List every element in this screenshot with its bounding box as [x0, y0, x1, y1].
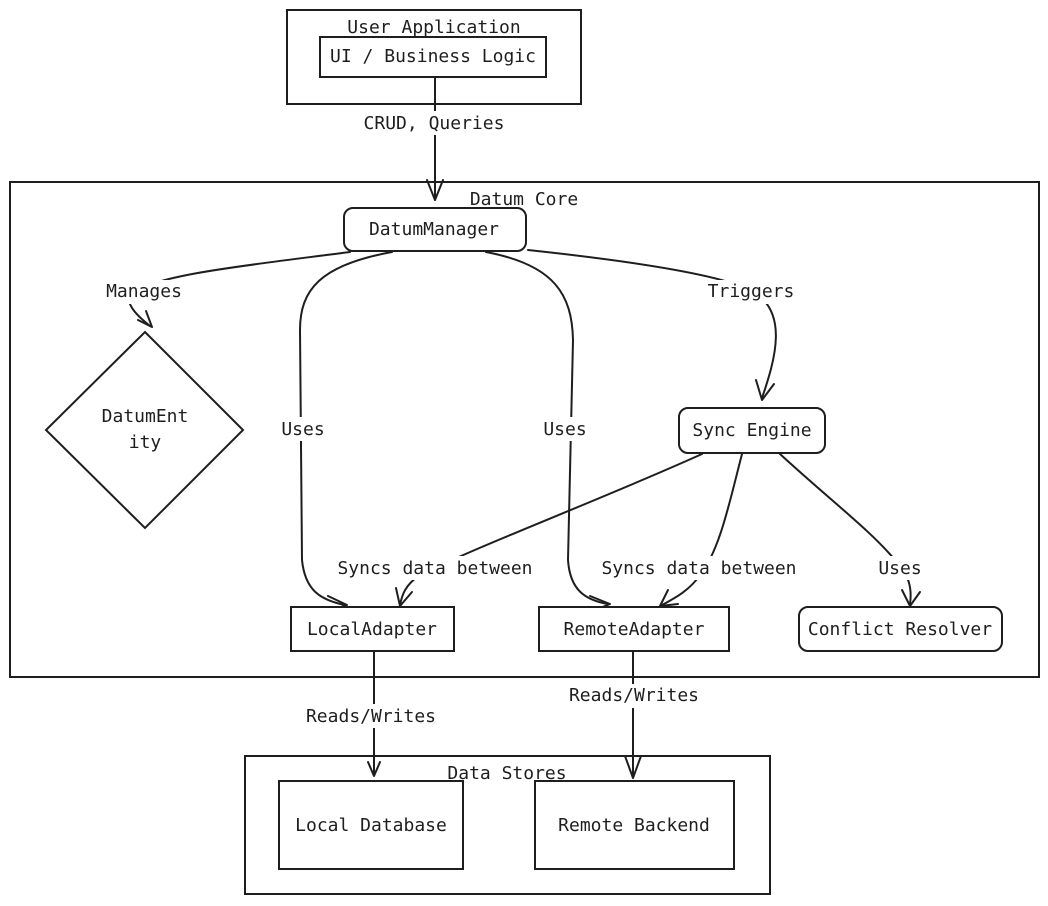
label-uses-local: Uses	[281, 419, 324, 440]
remote-adapter-node	[538, 606, 730, 652]
arrowhead-triggers	[755, 379, 775, 401]
conflict-resolver-node	[798, 606, 1003, 652]
label-uses-resolver: Uses	[878, 558, 921, 579]
label-syncs-local: Syncs data between	[337, 558, 532, 579]
sync-engine-node	[678, 407, 826, 454]
remote-adapter-label: RemoteAdapter	[564, 619, 705, 640]
label-crud-queries: CRUD, Queries	[364, 113, 505, 134]
datum-entity-node	[44, 330, 245, 530]
label-syncs-remote: Syncs data between	[601, 558, 796, 579]
conflict-resolver-label: Conflict Resolver	[808, 619, 992, 640]
edge-triggers	[527, 249, 777, 399]
arrowhead-manages	[137, 310, 153, 328]
arrowhead-reads-writes-local	[367, 761, 381, 777]
edge-syncs-local	[399, 453, 703, 606]
user-application-title: User Application	[347, 17, 520, 38]
remote-backend-node	[534, 780, 735, 870]
datum-core-group	[9, 181, 1040, 678]
label-uses-remote: Uses	[543, 419, 586, 440]
label-manages: Manages	[106, 281, 182, 302]
remote-backend-label: Remote Backend	[558, 815, 710, 836]
label-reads-writes-local: Reads/Writes	[306, 706, 436, 727]
arrowhead-reads-writes-remote	[624, 755, 642, 779]
local-adapter-node	[290, 606, 455, 652]
edge-uses-local	[299, 251, 393, 606]
local-database-label: Local Database	[295, 815, 447, 836]
ui-business-logic-node	[319, 36, 547, 78]
local-database-node	[278, 780, 464, 870]
local-adapter-label: LocalAdapter	[307, 619, 437, 640]
datum-manager-node	[343, 207, 527, 252]
datum-entity-label-line1: DatumEnt	[102, 406, 189, 427]
data-stores-group	[244, 755, 771, 895]
edge-uses-remote	[485, 251, 609, 605]
edge-syncs-remote	[661, 453, 743, 606]
ui-business-logic-label: UI / Business Logic	[330, 46, 536, 67]
label-reads-writes-remote: Reads/Writes	[569, 685, 699, 706]
datum-entity-label-line2: ity	[129, 432, 162, 453]
edge-uses-resolver	[779, 453, 912, 605]
datum-manager-label: DatumManager	[369, 219, 499, 240]
label-triggers: Triggers	[708, 281, 795, 302]
sync-engine-label: Sync Engine	[692, 420, 811, 441]
datum-core-title: Datum Core	[470, 189, 578, 210]
data-stores-title: Data Stores	[447, 763, 566, 784]
arrowhead-crud-queries	[426, 179, 444, 201]
